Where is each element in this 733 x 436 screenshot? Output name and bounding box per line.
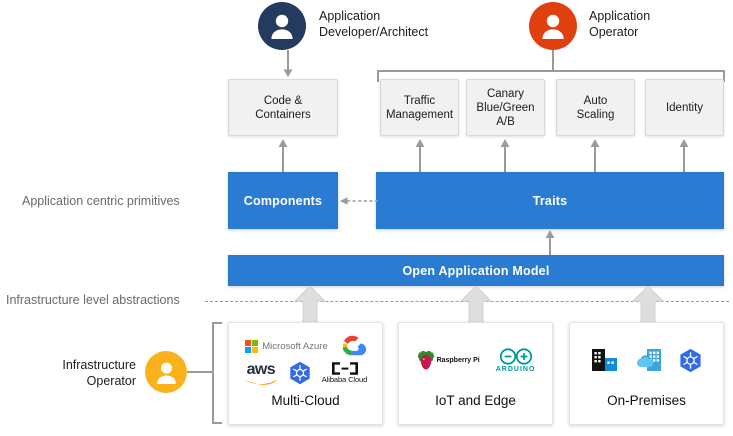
operator-label: Application Operator: [589, 9, 651, 39]
alibaba-cloud-logo: Alibaba Cloud: [322, 361, 367, 384]
microsoft-azure-label: Microsoft Azure: [262, 340, 328, 352]
platform-title-multi-cloud: Multi-Cloud: [271, 393, 340, 408]
raspberry-pi-logo: Raspberry Pi: [416, 350, 480, 371]
platform-title-iot-and-edge: IoT and Edge: [435, 393, 516, 408]
traits-to-canary-arrow: [500, 139, 510, 173]
platform-title-on-premises: On-Premises: [607, 393, 686, 408]
traits-bar[interactable]: Traits: [376, 172, 724, 229]
platform-card-iot-and-edge[interactable]: Raspberry Pi ARDUINO IoT and Edge: [398, 322, 553, 425]
azure-stack-cloud-building-icon: [634, 347, 664, 373]
on-premises-to-oam-block-arrow: [631, 286, 665, 326]
infrastructure-level-abstractions-label: Infrastructure level abstractions: [6, 293, 180, 307]
kubernetes-logo: [288, 361, 312, 385]
multicloud-to-oam-block-arrow: [293, 286, 327, 326]
trait-box-canary-bluegreen-ab[interactable]: Canary Blue/Green A/B: [466, 79, 545, 136]
trait-box-traffic-management[interactable]: Traffic Management: [380, 79, 459, 136]
aws-logo: aws: [244, 360, 278, 385]
kubernetes-logo: [678, 348, 703, 373]
components-bar[interactable]: Components: [228, 172, 338, 229]
operator-avatar: [529, 2, 577, 50]
traits-to-components-dotted-arrow: [340, 197, 378, 205]
developer-avatar: [258, 2, 306, 50]
alibaba-cloud-label: Alibaba Cloud: [321, 375, 368, 385]
operator-bracket-stem: [552, 50, 554, 71]
arduino-logo: ARDUINO: [495, 347, 536, 373]
application-centric-primitives-label: Application centric primitives: [22, 194, 180, 208]
developer-label: Application Developer/Architect: [319, 9, 429, 39]
google-cloud-logo: [338, 335, 366, 357]
open-application-model-bar[interactable]: Open Application Model: [228, 255, 724, 286]
oam-to-traits-arrow: [545, 230, 555, 256]
aws-label: aws: [246, 360, 276, 378]
code-and-containers-box[interactable]: Code & Containers: [228, 79, 338, 136]
components-to-code-arrow: [278, 139, 288, 173]
on-premises-logos: [570, 323, 723, 389]
raspberry-pi-label: Raspberry Pi: [436, 356, 480, 364]
operator-traits-bracket: [377, 70, 725, 82]
infrastructure-platforms-bracket: [212, 322, 222, 424]
multi-cloud-logos: Microsoft Azure aws: [229, 323, 382, 389]
developer-to-code-arrow: [283, 50, 293, 77]
microsoft-azure-logo: Microsoft Azure: [245, 339, 328, 353]
iot-edge-to-oam-block-arrow: [459, 286, 493, 326]
arduino-label: ARDUINO: [495, 365, 536, 373]
datacenter-building-icon: [590, 347, 620, 373]
trait-box-identity[interactable]: Identity: [645, 79, 724, 136]
trait-box-auto-scaling[interactable]: Auto Scaling: [556, 79, 635, 136]
platform-card-multi-cloud[interactable]: Microsoft Azure aws: [228, 322, 383, 425]
infrastructure-operator-label: Infrastructure Operator: [62, 358, 136, 388]
infrastructure-operator-avatar: [145, 351, 187, 393]
iot-edge-logos: Raspberry Pi ARDUINO: [399, 323, 552, 389]
traits-to-traffic-management-arrow: [415, 139, 425, 173]
traits-to-auto-scaling-arrow: [590, 139, 600, 173]
platform-card-on-premises[interactable]: On-Premises: [569, 322, 724, 425]
traits-to-identity-arrow: [679, 139, 689, 173]
infrastructure-operator-connector: [187, 371, 213, 373]
